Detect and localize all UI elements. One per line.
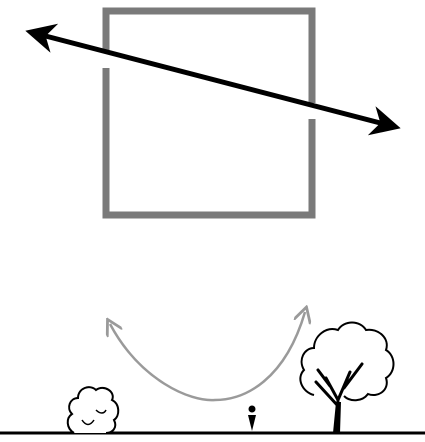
person-marker-icon (248, 405, 256, 431)
square-frame (102, 7, 316, 219)
curved-arrow (110, 312, 305, 402)
double-arrow (25, 23, 401, 136)
shrub-icon (66, 386, 120, 434)
tree-icon (299, 321, 395, 435)
